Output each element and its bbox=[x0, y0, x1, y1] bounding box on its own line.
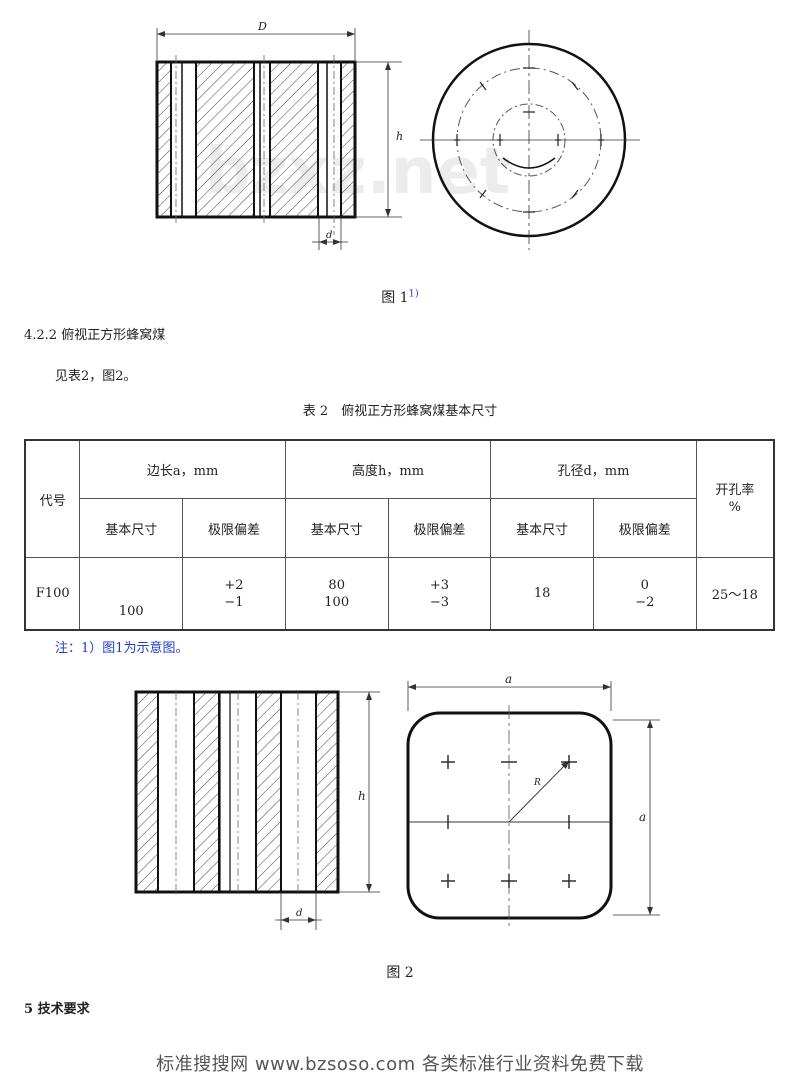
subheader-hole-basic: 基本尺寸 bbox=[490, 498, 594, 558]
header-code: 代号 bbox=[24, 439, 81, 558]
subheader-height-tolerance: 极限偏差 bbox=[387, 498, 492, 558]
header-rate-line1: 开孔率 bbox=[715, 483, 755, 498]
cell-hole-tolerance: 0 −2 bbox=[592, 557, 697, 631]
figure-1-side-view bbox=[155, 28, 402, 250]
section-5-heading: 5 技术要求 bbox=[24, 1002, 90, 1017]
cell-rate: 25～18 bbox=[695, 557, 775, 631]
cell-height-tol-plus: +3 bbox=[429, 577, 449, 593]
subheader-height-basic: 基本尺寸 bbox=[284, 498, 389, 558]
cell-hole-basic: 18 bbox=[490, 557, 594, 631]
table-2: 代号 边长a，mm 高度h，mm 孔径d，mm 开孔率 % 基本尺寸 极限偏差 … bbox=[24, 439, 775, 631]
figure-2-caption: 图 2 bbox=[386, 965, 414, 981]
figure-1-footnote-mark: 1) bbox=[408, 288, 419, 300]
subheader-side-tolerance: 极限偏差 bbox=[182, 498, 286, 558]
fig2-dim-h-label: h bbox=[358, 789, 366, 803]
fig2-dim-r-label: R bbox=[533, 778, 541, 788]
figure-1-drawing: D h d bbox=[155, 20, 640, 250]
header-rate: 开孔率 % bbox=[695, 439, 775, 558]
header-hole: 孔径d，mm bbox=[490, 439, 697, 499]
fig2-dim-a-right-label: a bbox=[639, 810, 646, 824]
figure-1: D h d bbox=[140, 10, 660, 270]
figure-2-top-view bbox=[406, 681, 660, 930]
section-4-2-2-ref: 见表2，图2。 bbox=[55, 369, 137, 384]
cell-side-tol-plus: +2 bbox=[224, 577, 244, 593]
figure-1-caption: 图 11) bbox=[0, 287, 800, 307]
figure-2-drawing: h d bbox=[134, 672, 660, 930]
footer-banner: 标准搜搜网 www.bzsoso.com 各类标准行业资料免费下载 bbox=[156, 1054, 644, 1075]
watermark: bzxz.net bbox=[205, 135, 511, 209]
header-height: 高度h，mm bbox=[284, 439, 492, 499]
header-rate-line2: % bbox=[728, 500, 741, 515]
dim-h-label: h bbox=[396, 130, 403, 143]
figure-2-side-view bbox=[134, 690, 380, 930]
cell-height-basic-1: 80 bbox=[328, 577, 345, 593]
section-4-2-2-heading: 4.2.2 俯视正方形蜂窝煤 bbox=[24, 328, 166, 343]
cell-hole-tol-plus: 0 bbox=[640, 577, 649, 593]
header-side: 边长a，mm bbox=[79, 439, 286, 499]
figure-2: h d bbox=[120, 665, 680, 940]
cell-side-tolerance: +2 −1 bbox=[182, 557, 286, 631]
cell-hole-tol-minus: −2 bbox=[635, 594, 655, 610]
fig2-dim-d-label: d bbox=[296, 908, 302, 919]
table-2-title: 表 2 俯视正方形蜂窝煤基本尺寸 bbox=[302, 404, 498, 419]
subheader-hole-tolerance: 极限偏差 bbox=[592, 498, 697, 558]
dim-d-label: d bbox=[326, 230, 332, 241]
cell-side-tol-minus: −1 bbox=[224, 594, 244, 610]
cell-height-basic-2: 100 bbox=[324, 594, 350, 610]
cell-height-basic: 80 100 bbox=[284, 557, 389, 631]
dim-D-label: D bbox=[257, 20, 267, 33]
note-text: 注：1）图1为示意图。 bbox=[55, 641, 189, 656]
cell-side-basic: 100 bbox=[79, 557, 184, 631]
subheader-side-basic: 基本尺寸 bbox=[79, 498, 184, 558]
fig2-dim-a-top-label: a bbox=[505, 672, 512, 686]
table-row: F100 100 +2 −1 80 100 +3 −3 18 0 −2 25～1… bbox=[24, 557, 775, 631]
figure-1-top-view bbox=[420, 30, 640, 250]
cell-height-tol-minus: −3 bbox=[429, 594, 449, 610]
cell-height-tolerance: +3 −3 bbox=[387, 557, 492, 631]
figure-1-caption-text: 图 1 bbox=[381, 290, 409, 306]
cell-code: F100 bbox=[24, 557, 81, 631]
